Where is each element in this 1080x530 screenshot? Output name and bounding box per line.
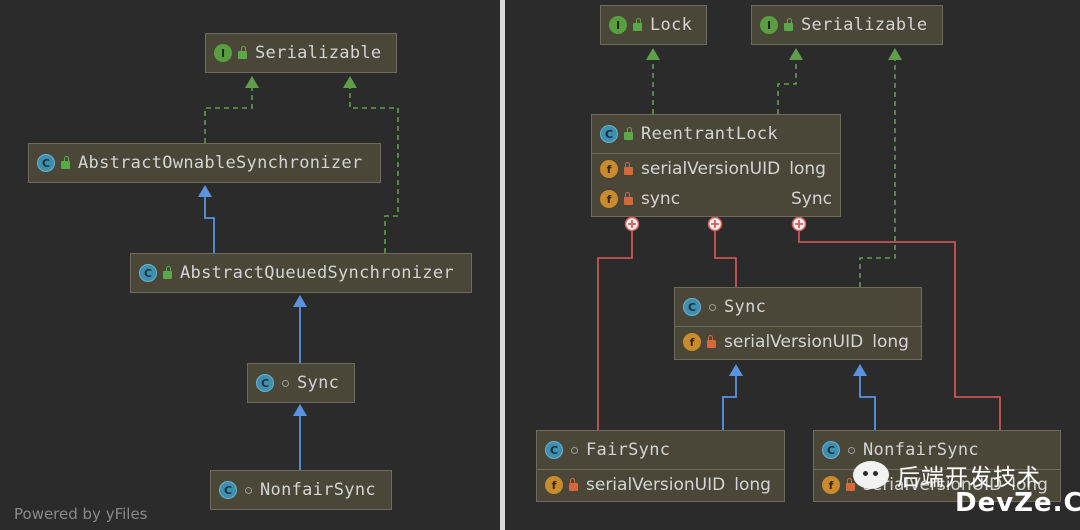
private-lock-icon	[624, 192, 633, 205]
field-name: serialVersionUID	[724, 332, 864, 352]
arrow-sync-aqs	[293, 295, 307, 307]
right-edges	[597, 48, 1001, 430]
node-name: FairSync	[586, 440, 671, 460]
edge-nonfair-inner-reentrant	[798, 230, 1001, 430]
abstract-class-icon: C	[139, 264, 157, 282]
field-name: sync	[641, 189, 681, 209]
field-type: long	[734, 475, 771, 495]
node-lock[interactable]: I Lock	[600, 5, 707, 45]
field-type: Sync	[791, 189, 832, 209]
public-lock-icon	[633, 18, 642, 31]
node-name: NonfairSync	[863, 440, 979, 460]
node-abstract-queued-synchronizer[interactable]: C AbstractQueuedSynchronizer	[130, 253, 472, 293]
edge-aqs-extends-aos	[204, 194, 215, 253]
arrow-sync-serializable	[888, 48, 902, 60]
watermark: 后端开发技术 DevZe.CoM	[835, 452, 1080, 524]
left-diagram-panel: I Serializable C AbstractOwnableSynchron…	[0, 0, 500, 530]
node-serializable[interactable]: I Serializable	[751, 5, 943, 45]
abstract-class-icon: C	[256, 374, 274, 392]
arrow-nonfair-sync	[293, 404, 307, 416]
node-name: Lock	[650, 15, 693, 35]
field-row[interactable]: f sync Sync	[592, 184, 840, 214]
node-nonfair-sync[interactable]: C NonfairSync	[210, 470, 392, 510]
field-row[interactable]: f serialVersionUID long	[675, 327, 921, 357]
edge-sync-inner-reentrant	[714, 230, 737, 287]
package-private-icon	[709, 303, 716, 311]
field-name: serialVersionUID	[641, 159, 781, 179]
package-private-icon	[245, 486, 252, 494]
edge-sync-implements-serializable	[859, 60, 896, 287]
edge-fair-inner-reentrant	[597, 230, 633, 430]
interface-icon: I	[609, 16, 627, 34]
field-name: serialVersionUID	[863, 475, 1003, 495]
field-icon: f	[683, 333, 701, 351]
node-fair-sync[interactable]: C FairSync f serialVersionUID long	[536, 430, 785, 502]
arrow-aqs-aos	[198, 185, 212, 197]
left-edges	[198, 76, 399, 470]
arrow-aos-serializable	[245, 76, 259, 88]
edge-aqs-implements-serializable	[349, 84, 399, 253]
class-icon: C	[822, 441, 840, 459]
node-name: Serializable	[801, 15, 928, 35]
package-private-icon	[571, 446, 578, 454]
arrow-reentrant-lock	[646, 48, 660, 60]
edge-nonfair-extends-sync	[859, 372, 876, 430]
abstract-class-icon: C	[37, 154, 55, 172]
arrow-aqs-serializable	[343, 76, 357, 88]
private-lock-icon	[569, 478, 578, 491]
class-icon: C	[600, 125, 618, 143]
interface-icon: I	[760, 16, 778, 34]
field-icon: f	[822, 476, 840, 494]
private-lock-icon	[846, 478, 855, 491]
node-name: ReentrantLock	[641, 124, 778, 144]
arrow-fair-sync	[729, 364, 743, 376]
package-private-icon	[282, 379, 289, 387]
watermark-site: DevZe.CoM	[955, 488, 1080, 518]
private-lock-icon	[707, 335, 716, 348]
node-sync[interactable]: C Sync f serialVersionUID long	[674, 287, 922, 360]
node-abstract-ownable-synchronizer[interactable]: C AbstractOwnableSynchronizer	[28, 143, 381, 183]
public-lock-icon	[61, 156, 70, 169]
field-icon: f	[600, 190, 618, 208]
arrow-nonfair-sync	[853, 364, 867, 376]
field-type: long	[789, 159, 826, 179]
field-row[interactable]: f serialVersionUID long	[592, 154, 840, 184]
powered-by-label: Powered by yFiles	[14, 505, 148, 523]
interface-icon: I	[214, 44, 232, 62]
node-name: NonfairSync	[260, 480, 376, 500]
node-nonfair-sync[interactable]: C NonfairSync f serialVersionUID long	[813, 430, 1061, 502]
field-name: serialVersionUID	[586, 475, 726, 495]
public-lock-icon	[163, 266, 172, 279]
edge-fair-extends-sync	[722, 372, 737, 430]
arrow-reentrant-serializable	[789, 48, 803, 60]
private-lock-icon	[624, 162, 633, 175]
node-name: Sync	[297, 373, 340, 393]
node-sync[interactable]: C Sync	[247, 363, 355, 403]
public-lock-icon	[624, 127, 633, 140]
field-row[interactable]: f serialVersionUID long	[537, 470, 784, 500]
public-lock-icon	[784, 18, 793, 31]
node-reentrant-lock[interactable]: C ReentrantLock f serialVersionUID long …	[591, 114, 841, 217]
class-icon: C	[545, 441, 563, 459]
node-name: Sync	[724, 297, 767, 317]
public-lock-icon	[238, 46, 247, 59]
node-name: Serializable	[255, 43, 382, 63]
field-type: long	[872, 332, 909, 352]
edge-reentrant-implements-serializable	[777, 60, 797, 114]
right-diagram-panel: I Lock I Serializable C ReentrantLock f …	[505, 0, 1080, 530]
abstract-class-icon: C	[683, 298, 701, 316]
node-name: AbstractOwnableSynchronizer	[78, 153, 363, 173]
edge-aos-implements-serializable	[204, 84, 253, 143]
field-row[interactable]: f serialVersionUID long	[814, 470, 1060, 500]
field-icon: f	[600, 160, 618, 178]
wechat-logo-icon	[853, 461, 889, 489]
field-type: long	[1011, 475, 1048, 495]
package-private-icon	[848, 446, 855, 454]
node-name: AbstractQueuedSynchronizer	[180, 263, 454, 283]
class-icon: C	[219, 481, 237, 499]
panel-divider	[500, 0, 505, 530]
node-serializable[interactable]: I Serializable	[205, 33, 397, 73]
watermark-text: 后端开发技术	[897, 465, 1041, 491]
field-icon: f	[545, 476, 563, 494]
